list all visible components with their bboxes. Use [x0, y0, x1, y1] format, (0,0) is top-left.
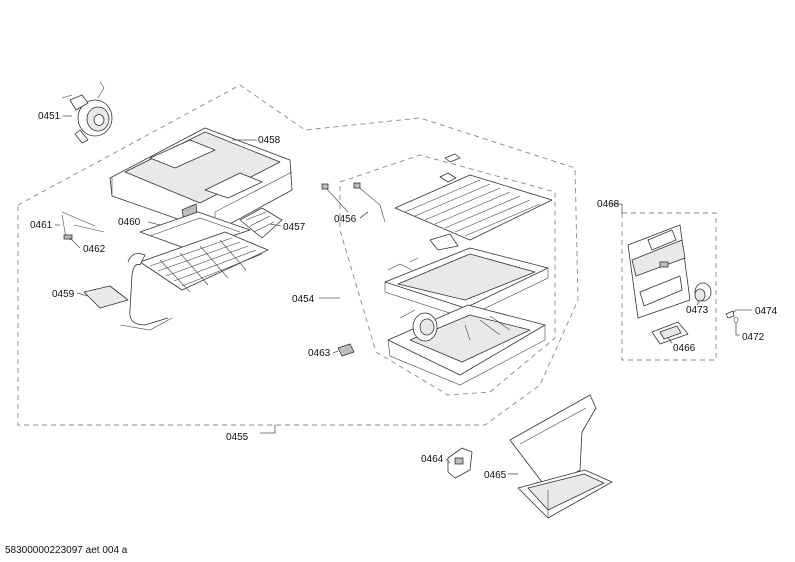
- control-panel-0468: [627, 224, 691, 319]
- label-0461: 0461: [30, 220, 53, 231]
- insulation-plate-0460: [139, 211, 251, 251]
- label-0472: 0472: [742, 332, 765, 343]
- chute-0465: [509, 394, 613, 519]
- label-0465: 0465: [484, 470, 507, 481]
- probe-0462: [73, 224, 105, 233]
- label-0463: 0463: [308, 348, 331, 359]
- evaporator-cover-0458: [109, 127, 293, 233]
- clip-0463: [337, 343, 355, 357]
- label-0464: 0464: [421, 454, 444, 465]
- sensor-0461: [61, 211, 96, 241]
- label-0451: 0451: [38, 111, 61, 122]
- group-outline-0455: [17, 84, 579, 426]
- group-outline-0454: [339, 154, 556, 396]
- leader-lines: [55, 115, 752, 475]
- label-0456: 0456: [334, 214, 357, 225]
- gasket-0466: [651, 321, 689, 345]
- knob-0473: [694, 282, 712, 302]
- document-number: 58300000223097 aet 004 a: [5, 545, 128, 556]
- label-0459: 0459: [52, 289, 75, 300]
- label-0473: 0473: [686, 305, 709, 316]
- label-0460: 0460: [118, 217, 141, 228]
- label-0455: 0455: [226, 432, 249, 443]
- label-0458: 0458: [258, 135, 281, 146]
- screw-0474: [725, 310, 735, 319]
- label-0454: 0454: [292, 294, 315, 305]
- label-0466: 0466: [673, 343, 696, 354]
- shelf-assembly-0454: [384, 153, 553, 386]
- spring-0472: [733, 316, 739, 324]
- label-0457: 0457: [283, 222, 306, 233]
- label-0468: 0468: [597, 199, 620, 210]
- wire-sensor-0456: [321, 182, 386, 223]
- label-0462: 0462: [83, 244, 106, 255]
- label-0474: 0474: [755, 306, 778, 317]
- fan-motor-0451: [61, 81, 113, 144]
- evaporator-block-0457: [239, 207, 283, 239]
- bracket-0464: [447, 447, 473, 479]
- evaporator-coil-0459: [83, 231, 269, 331]
